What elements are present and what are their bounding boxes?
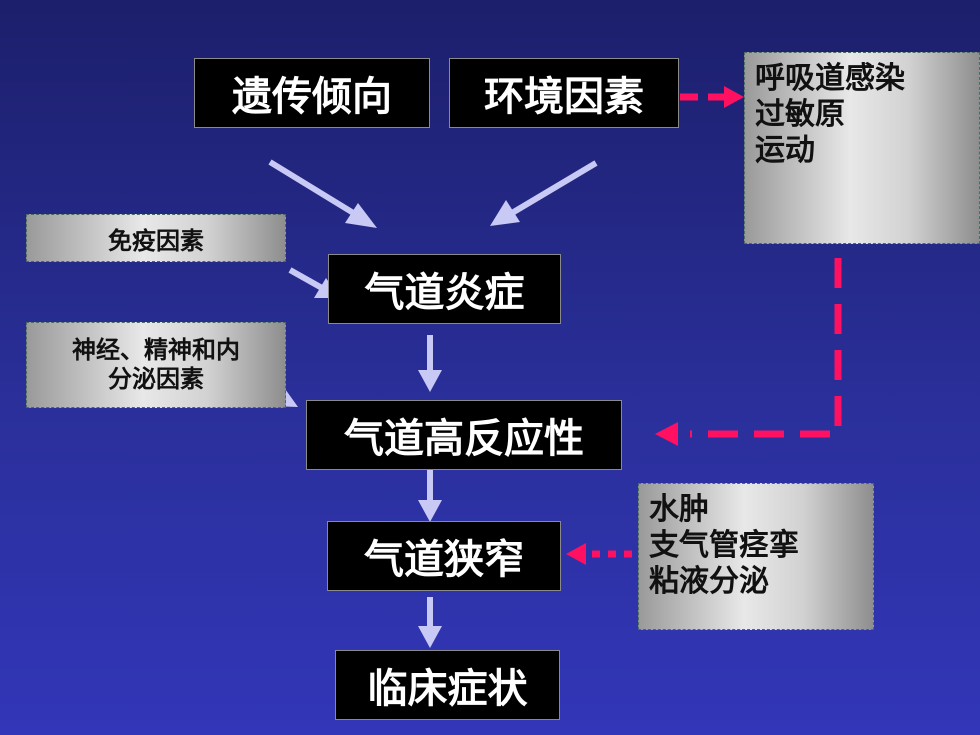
node-genetic-predisposition: 遗传倾向 (194, 58, 430, 128)
trigger-allergen: 过敏原 (755, 97, 845, 132)
node-neuro-endocrine-factors: 神经、精神和内 分泌因素 (26, 322, 286, 408)
node-narrowing-mechanisms: 水肿 支气管痉挛 粘液分泌 (638, 483, 874, 630)
edge-narrowing-to-symptoms (418, 597, 442, 648)
edge-triggers-to-hyperresponsiveness (655, 258, 842, 446)
mechanism-edema: 水肿 (649, 492, 709, 527)
node-airway-inflammation: 气道炎症 (328, 254, 561, 324)
node-immune-factors: 免疫因素 (26, 214, 286, 262)
neuro-line-2: 分泌因素 (108, 365, 204, 393)
edge-inflammation-to-hyperresponsiveness (418, 335, 442, 392)
edge-mechanisms-to-narrowing (566, 543, 632, 565)
trigger-exercise: 运动 (755, 133, 815, 168)
node-clinical-symptoms: 临床症状 (335, 650, 560, 720)
edge-environment-to-inflammation (490, 160, 598, 226)
node-airway-narrowing: 气道狭窄 (327, 521, 561, 591)
edge-genetic-to-inflammation (268, 159, 377, 228)
trigger-respiratory-infection: 呼吸道感染 (755, 61, 905, 96)
edge-environment-to-triggers (680, 86, 744, 108)
mechanism-mucus-secretion: 粘液分泌 (649, 564, 769, 599)
edge-hyperresponsiveness-to-narrowing (418, 470, 442, 522)
mechanism-bronchospasm: 支气管痉挛 (649, 528, 799, 563)
node-airway-hyperresponsiveness: 气道高反应性 (306, 400, 622, 470)
neuro-line-1: 神经、精神和内 (72, 336, 240, 365)
node-environmental-factors: 环境因素 (449, 58, 679, 128)
node-triggers: 呼吸道感染 过敏原 运动 (744, 52, 980, 244)
